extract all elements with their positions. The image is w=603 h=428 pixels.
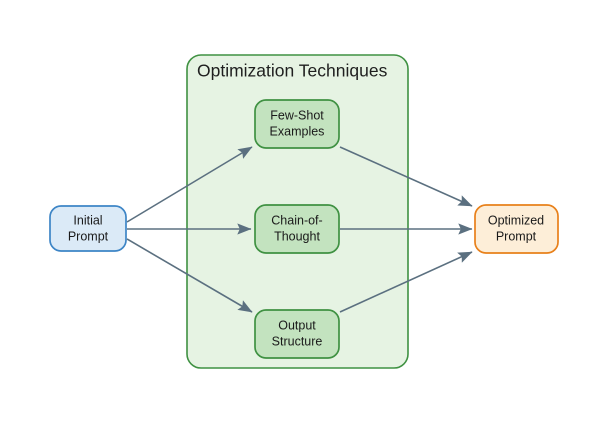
node-chain-of-thought[interactable]: Chain-of- Thought	[254, 204, 340, 254]
node-chain-of-thought-shape[interactable]	[254, 204, 340, 254]
node-output-structure[interactable]: Output Structure	[254, 309, 340, 359]
node-optimized-prompt-label-line2: Prompt	[496, 229, 537, 243]
edge-initial-to-fewshot	[126, 146, 253, 223]
node-optimized-prompt-label-line1: Optimized	[488, 213, 544, 227]
node-initial-prompt-shape[interactable]	[49, 205, 127, 252]
node-initial-prompt-label-line1: Initial	[73, 213, 102, 227]
node-optimized-prompt[interactable]: Optimized Prompt	[474, 204, 559, 254]
node-few-shot-examples[interactable]: Few-Shot Examples	[254, 99, 340, 149]
node-few-shot-examples-label-line1: Few-Shot	[270, 108, 324, 122]
node-few-shot-examples-shape[interactable]	[254, 99, 340, 149]
node-initial-prompt[interactable]: Initial Prompt	[49, 205, 127, 252]
node-initial-prompt-label-line2: Prompt	[68, 229, 109, 243]
node-few-shot-examples-label-line2: Examples	[270, 124, 325, 138]
node-output-structure-label-line2: Structure	[272, 334, 323, 348]
edge-output-structure-to-optimized	[339, 251, 473, 313]
node-chain-of-thought-label-line1: Chain-of-	[271, 213, 322, 227]
node-output-structure-label-line1: Output	[278, 318, 316, 332]
node-output-structure-shape[interactable]	[254, 309, 340, 359]
edge-initial-to-output-structure	[126, 238, 253, 313]
node-optimized-prompt-shape[interactable]	[474, 204, 559, 254]
node-chain-of-thought-label-line2: Thought	[274, 229, 320, 243]
group-title-label: Optimization Techniques	[197, 61, 388, 81]
edge-fewshot-to-optimized	[339, 146, 473, 207]
edge-group	[126, 146, 473, 313]
